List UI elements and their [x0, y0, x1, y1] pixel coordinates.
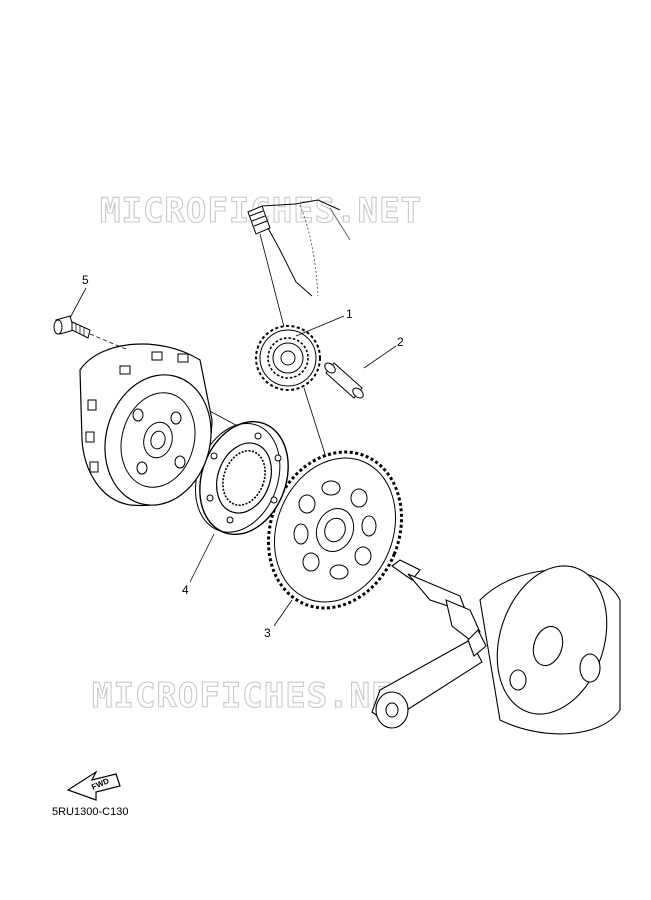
callout-1: 1: [346, 307, 353, 321]
watermark-bottom: MICROFICHES.NET: [92, 676, 414, 716]
diagram-code: 5RU1300-C130: [52, 806, 129, 818]
leader-4: [189, 533, 215, 583]
starter-clutch-part-4: [194, 420, 289, 536]
bolt-part-5: [53, 315, 91, 339]
fwd-arrow-icon: FWD: [66, 770, 121, 801]
callout-4: 4: [182, 583, 189, 597]
idler-gear-part-1: [255, 325, 321, 391]
shaft-pin-part-2: [324, 362, 364, 399]
crankshaft: [371, 559, 621, 735]
callout-3: 3: [264, 626, 271, 640]
starter-wheel-gear-part-3: [267, 450, 403, 610]
leader-3: [273, 599, 293, 627]
flywheel-rotor: [79, 343, 213, 507]
leader-1: [295, 315, 345, 337]
callout-2: 2: [397, 335, 404, 349]
leader-5: [69, 287, 87, 319]
alignment-line-bolt: [89, 333, 129, 351]
leader-2: [363, 345, 397, 369]
callout-5: 5: [82, 273, 89, 287]
starter-motor-shaft: [247, 199, 351, 297]
